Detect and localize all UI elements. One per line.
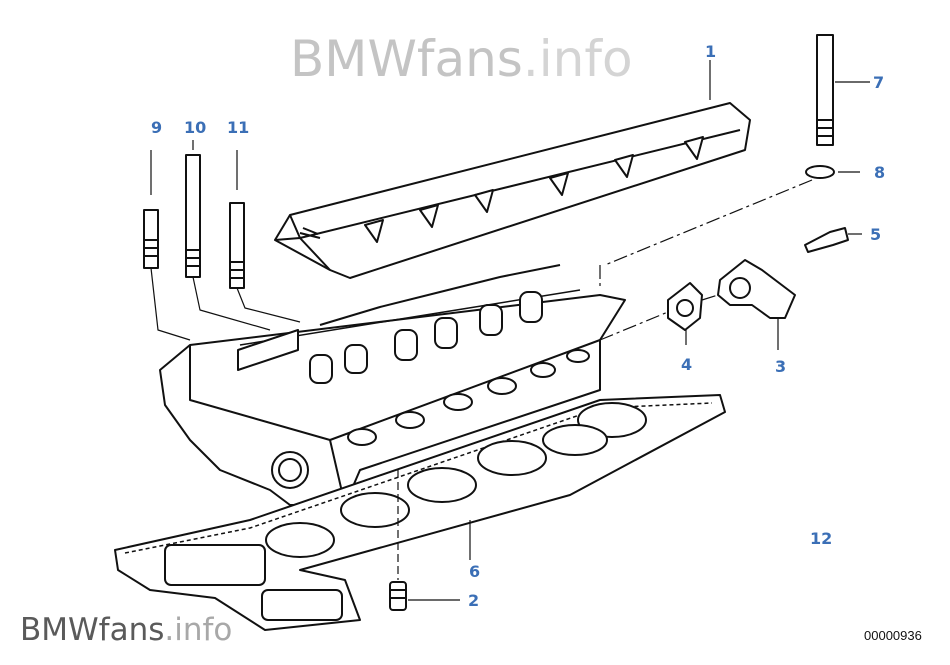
- callout-7[interactable]: 7: [873, 73, 885, 92]
- gasket-4[interactable]: [667, 282, 703, 331]
- thermostat-housing-3[interactable]: [717, 259, 796, 319]
- bolt-7[interactable]: [816, 34, 834, 146]
- bolt-11[interactable]: [229, 202, 245, 289]
- bolt-5[interactable]: [804, 227, 849, 253]
- bolt-9[interactable]: [143, 209, 159, 269]
- watermark-bottom: BMWfans.info: [20, 612, 233, 648]
- callout-12[interactable]: 12: [810, 529, 833, 548]
- bolt-10[interactable]: [185, 154, 201, 278]
- callout-5[interactable]: 5: [870, 225, 882, 244]
- callout-6[interactable]: 6: [469, 562, 481, 581]
- callout-9[interactable]: 9: [151, 118, 163, 137]
- callout-2[interactable]: 2: [468, 591, 480, 610]
- callout-4[interactable]: 4: [681, 355, 693, 374]
- cylinder-head-gasket[interactable]: [114, 394, 726, 631]
- callout-3[interactable]: 3: [775, 357, 787, 376]
- diagram-code: 00000936: [864, 628, 922, 643]
- callout-11[interactable]: 11: [227, 118, 250, 137]
- watermark-top: BMWfans.info: [290, 30, 633, 88]
- cylinder-head-cover[interactable]: [274, 102, 751, 279]
- washer-8[interactable]: [805, 165, 835, 179]
- callout-1[interactable]: 1: [705, 42, 717, 61]
- callout-10[interactable]: 10: [184, 118, 207, 137]
- dowel-sleeve-2[interactable]: [389, 581, 407, 611]
- callout-8[interactable]: 8: [874, 163, 886, 182]
